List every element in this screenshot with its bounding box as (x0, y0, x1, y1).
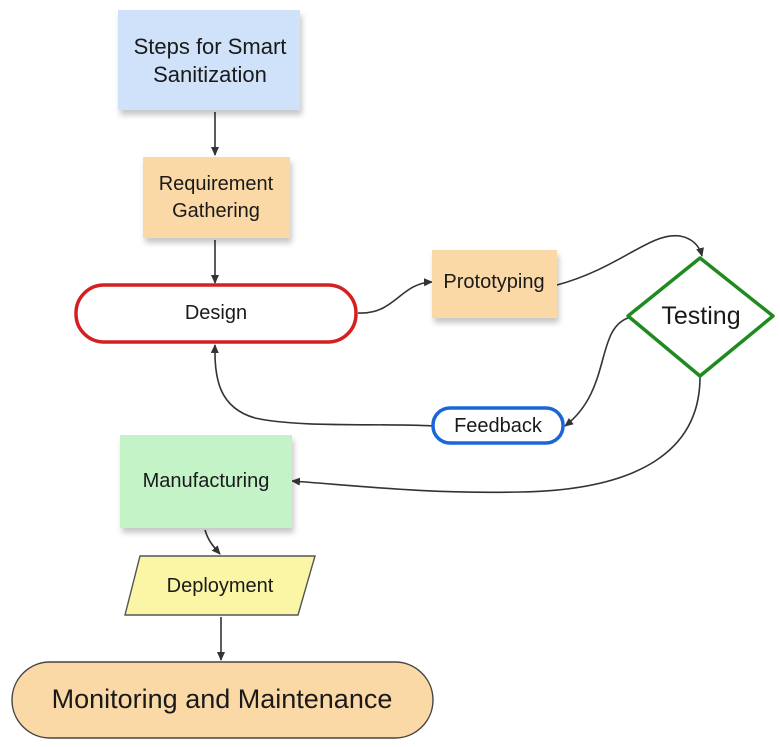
node-start-label-line2: Sanitization (153, 62, 267, 87)
node-start-label-line1: Steps for Smart (134, 34, 287, 59)
edges (204, 112, 704, 661)
node-monitoring-label: Monitoring and Maintenance (52, 684, 393, 714)
node-design-label: Design (185, 302, 247, 324)
node-manufacturing-shape (120, 435, 292, 528)
edge-design-to-prototyping (357, 278, 433, 314)
edge-feedback-to-design (210, 344, 434, 427)
node-requirement-label-line2: Gathering (172, 200, 260, 222)
node-testing-shape (626, 256, 775, 378)
node-monitoring: Monitoring and Maintenance (11, 661, 434, 739)
node-monitoring-shape (11, 661, 434, 739)
node-deployment-label: Deployment (167, 575, 274, 597)
node-start: Steps for Smart Sanitization (118, 10, 300, 110)
node-manufacturing: Manufacturing (120, 435, 292, 528)
node-feedback-label: Feedback (454, 415, 543, 437)
edge-manufacturing-to-deployment (204, 529, 221, 555)
edge-prototyping-to-testing (556, 234, 704, 286)
node-feedback: Feedback (431, 406, 565, 445)
node-prototyping-shape (432, 250, 557, 318)
node-feedback-shape (431, 406, 565, 445)
node-manufacturing-label: Manufacturing (143, 470, 270, 492)
node-deployment-shape (124, 555, 316, 616)
node-requirement-label-line1: Requirement (159, 173, 274, 195)
node-requirement: Requirement Gathering (143, 157, 290, 238)
node-prototyping-label: Prototyping (443, 271, 544, 293)
node-testing-label: Testing (661, 302, 740, 330)
edge-testing-to-manufacturing (291, 376, 701, 494)
node-deployment: Deployment (124, 555, 316, 616)
node-testing: Testing (626, 256, 775, 378)
node-start-shape (118, 10, 300, 110)
node-design: Design (74, 283, 358, 344)
node-design-shape (74, 283, 358, 344)
node-prototyping: Prototyping (432, 250, 557, 318)
edge-testing-to-feedback (564, 317, 629, 427)
node-requirement-shape (143, 157, 290, 238)
